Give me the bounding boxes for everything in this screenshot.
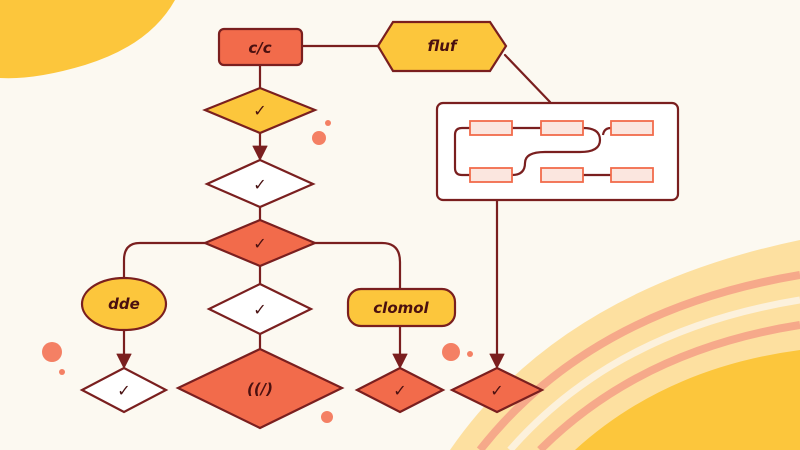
node-cc: c/c: [217, 27, 304, 67]
node-dde-label: dde: [108, 295, 140, 313]
node-dde: dde: [80, 276, 168, 332]
top-left-blob: [0, 0, 175, 79]
decision-5: ✓: [79, 366, 169, 414]
bottom-right-stripe-2: [507, 296, 800, 450]
subprocess-panel: [435, 101, 680, 202]
decision-2: ✓: [204, 158, 316, 209]
dot-decoration: [325, 120, 331, 126]
dot-decoration: [321, 411, 333, 423]
check-icon: ✓: [253, 234, 266, 253]
check-icon: ✓: [253, 175, 266, 194]
decision-3: ✓: [202, 218, 318, 268]
decision-4: ✓: [206, 282, 314, 336]
connectors: [116, 44, 552, 370]
decision-6: ✓: [354, 366, 446, 414]
decision-large-label: ((/): [247, 380, 273, 398]
node-clomol-label: clomol: [373, 299, 429, 317]
connector: [122, 241, 207, 280]
dot-decoration: [312, 131, 326, 145]
decision-large: ((/): [175, 347, 345, 430]
dot-decoration: [59, 369, 65, 375]
check-icon: ✓: [253, 101, 266, 120]
node-fluf: fluf: [376, 20, 508, 73]
check-icon: ✓: [490, 381, 503, 400]
subprocess-connectors: [453, 126, 612, 177]
node-cc-label: c/c: [248, 39, 271, 57]
connector: [503, 53, 552, 104]
bottom-right-wave-inner: [575, 350, 800, 450]
subprocess-step: [469, 167, 513, 183]
check-icon: ✓: [117, 381, 130, 400]
decision-7: ✓: [449, 366, 545, 414]
dot-decoration: [42, 342, 62, 362]
bottom-right-stripe-3: [537, 321, 800, 450]
subprocess-step: [469, 120, 513, 136]
node-clomol: clomol: [346, 287, 457, 328]
connector: [313, 241, 402, 290]
check-icon: ✓: [393, 381, 406, 400]
subprocess-step: [610, 120, 654, 136]
subprocess-step: [540, 120, 584, 136]
subprocess-step: [540, 167, 584, 183]
subprocess-step: [610, 167, 654, 183]
bottom-right-stripe-1: [476, 271, 800, 450]
node-fluf-label: fluf: [427, 37, 458, 55]
decision-1: ✓: [202, 86, 318, 135]
dot-decoration: [467, 351, 473, 357]
dot-decoration: [442, 343, 460, 361]
check-icon: ✓: [253, 300, 266, 319]
